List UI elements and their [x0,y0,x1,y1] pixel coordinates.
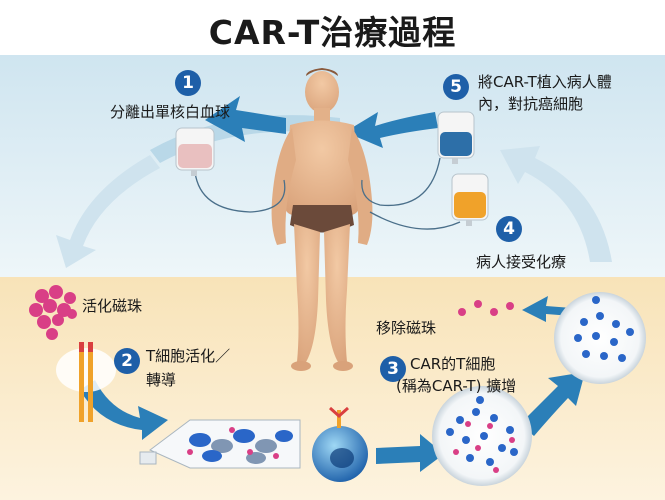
blood-bag-5 [437,111,475,164]
cleaned-dish [554,292,646,384]
flask-cells [189,429,293,464]
arrow-down-right-2 [80,380,168,440]
car-t-cell [312,406,368,482]
activation-beads [29,285,77,340]
step-3-label-line2: (稱為CAR-T) 擴增 [396,377,517,395]
step-3-label-line1: CAR的T細胞 [410,355,496,373]
iv-tube-right-2 [369,211,461,230]
arrow-to-expansion [376,434,444,472]
arrow-remove-beads [522,296,572,322]
step-4-badge: 4 [496,216,522,242]
removed-beads [458,300,514,316]
culture-flask [139,419,301,469]
activation-beads-label: 活化磁珠 [82,297,143,315]
chemo-bag-4 [451,173,489,226]
human-figure [271,68,373,371]
step-2-label-line2: 轉導 [146,371,177,389]
step-4-label: 病人接受化療 [476,253,567,271]
diagram-title: CAR-T治療過程 [208,13,457,52]
expansion-dish [432,386,532,486]
iv-tube-right [361,157,441,207]
blood-bag-1 [175,127,215,176]
remove-beads-label: 移除磁珠 [376,319,437,337]
iv-tube-left [194,171,286,213]
arrow-to-blood-bag [205,96,286,142]
arrow-left-down [56,155,160,268]
arrow-up-right [500,146,612,262]
arrow-to-human [345,112,438,148]
step-2-label-line1: T細胞活化／ [146,347,231,365]
arrow-up-to-dish [520,372,585,436]
step-2-badge: 2 [114,348,140,374]
step-5-label-line1: 將CAR-T植入病人體 [478,73,612,91]
step-1-label: 分離出單核白血球 [110,103,231,121]
step-5-badge: 5 [443,74,469,100]
step-1-badge: 1 [175,70,201,96]
step-5-label-line2: 內，對抗癌細胞 [478,95,584,113]
step-3-badge: 3 [380,356,406,382]
t-cell-activation [56,342,116,422]
